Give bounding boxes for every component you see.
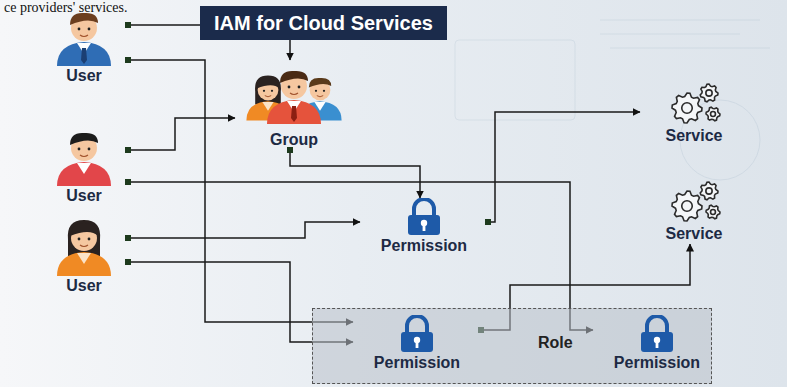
gear-icon <box>659 80 729 126</box>
user-icon <box>49 8 119 66</box>
node-label: User <box>40 276 128 296</box>
connector <box>128 118 235 150</box>
cropped-caption: ce providers' services. <box>4 0 127 16</box>
node-label: Permission <box>360 236 488 256</box>
group-node: Group <box>235 60 353 150</box>
lock-icon <box>395 315 439 353</box>
role-region: RolePermissionPermission <box>312 308 712 384</box>
connector <box>128 60 353 322</box>
node-label: Group <box>235 130 353 150</box>
node-label: Service <box>640 224 748 244</box>
user-icon <box>49 218 119 276</box>
user-node: User <box>40 8 128 86</box>
node-label: Permission <box>353 353 481 373</box>
permission-node: Permission <box>593 315 721 373</box>
user-node: User <box>40 128 128 206</box>
user-node: User <box>40 218 128 296</box>
group-icon <box>244 60 344 130</box>
gear-icon <box>659 178 729 224</box>
lock-icon <box>635 315 679 353</box>
node-label: Service <box>640 126 748 146</box>
node-label: Permission <box>593 353 721 373</box>
title-banner: IAM for Cloud Services <box>200 6 447 40</box>
connector <box>128 222 360 238</box>
node-label: Role <box>538 333 573 353</box>
permission-node: Permission <box>353 315 481 373</box>
node-label: User <box>40 66 128 86</box>
node-label: User <box>40 186 128 206</box>
service-node: Service <box>640 80 748 146</box>
service-node: Service <box>640 178 748 244</box>
connector <box>488 112 640 222</box>
permission-node: Permission <box>360 198 488 256</box>
lock-icon <box>402 198 446 236</box>
connector <box>290 150 420 198</box>
user-icon <box>49 128 119 186</box>
